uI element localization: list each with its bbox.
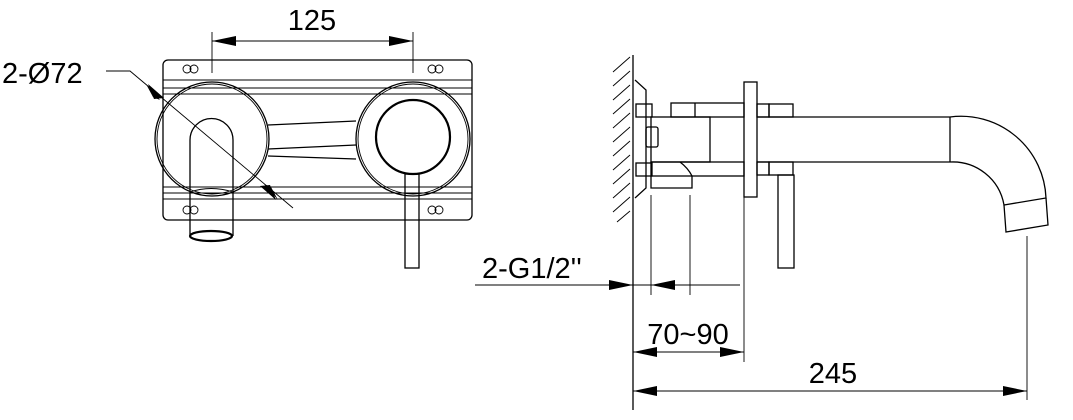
lower-rod bbox=[650, 161, 745, 177]
diameter-callout-label: 2-Ø72 bbox=[2, 58, 83, 90]
spout-tip bbox=[1003, 197, 1049, 233]
handle-escutcheon bbox=[355, 81, 471, 197]
spout-side bbox=[757, 115, 1047, 206]
depth-dimension: 70~90 bbox=[633, 197, 745, 362]
spout-outlet bbox=[188, 229, 234, 243]
depth-range-label: 70~90 bbox=[647, 319, 728, 351]
front-view: 125 2-Ø72 bbox=[2, 5, 473, 269]
spacing-dimension-label: 125 bbox=[288, 5, 336, 37]
thread-callout-label: 2-G1/2'' bbox=[482, 253, 582, 285]
inlet-fitting bbox=[650, 161, 693, 189]
spout-escutcheon bbox=[154, 81, 270, 197]
screw-icons bbox=[182, 64, 444, 215]
upper-rod bbox=[670, 102, 745, 118]
wall-flange bbox=[743, 81, 758, 198]
projection-dimension: 245 bbox=[633, 236, 1028, 400]
projection-label: 245 bbox=[809, 358, 857, 390]
connecting-pipe bbox=[267, 120, 357, 160]
lever-handle bbox=[404, 173, 420, 269]
handle-knob bbox=[374, 98, 452, 176]
spout-pipe bbox=[189, 117, 234, 236]
valve-body bbox=[650, 116, 711, 163]
diameter-callout: 2-Ø72 bbox=[2, 58, 294, 209]
bracket-bolt bbox=[635, 162, 653, 177]
thread-dimension: 2-G1/2'' bbox=[475, 195, 740, 295]
lever-handle-side bbox=[777, 174, 795, 269]
wall-hatching bbox=[612, 56, 631, 223]
handle-cap bbox=[768, 103, 794, 118]
side-view: 2-G1/2'' 70~90 245 bbox=[475, 55, 1049, 410]
spacing-dimension: 125 bbox=[211, 5, 414, 73]
mounting-plate bbox=[162, 59, 473, 221]
wall-bracket bbox=[634, 79, 647, 199]
bracket-bolt bbox=[635, 103, 653, 118]
bracket-bolt bbox=[645, 126, 659, 148]
